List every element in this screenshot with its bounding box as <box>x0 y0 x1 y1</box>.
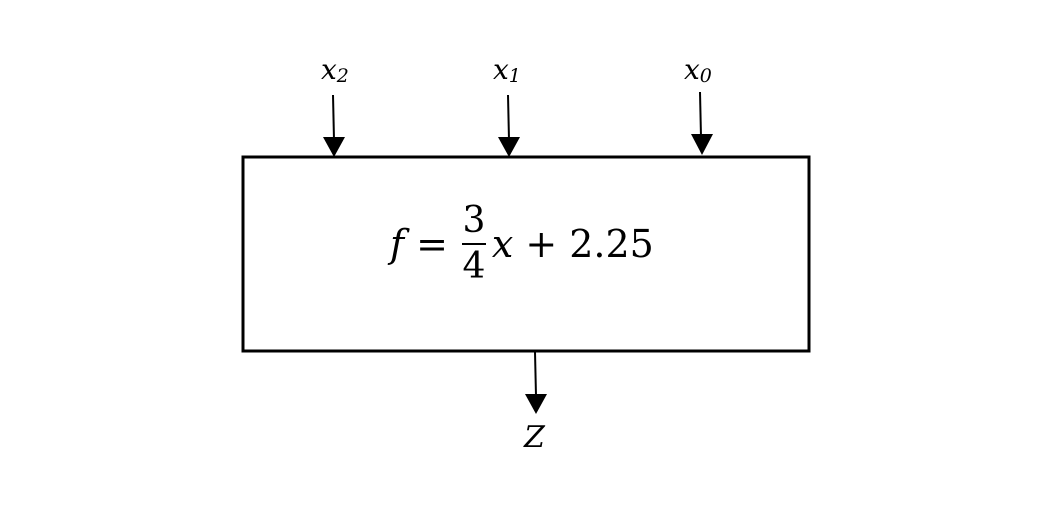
fraction-bar <box>461 243 486 245</box>
input-label-x2: x2 <box>321 53 349 87</box>
input-label-x0: x0 <box>684 53 712 87</box>
input-arrow-x0-shaft <box>699 91 702 138</box>
output-arrow-shaft <box>534 351 537 397</box>
output-label: Z <box>524 420 545 455</box>
function-formula: f = 3 4 x + 2.25 <box>390 194 654 294</box>
input-arrow-x2-shaft <box>332 94 335 141</box>
input-arrow-x1-shaft <box>507 94 510 141</box>
input-arrow-x2-head <box>323 137 345 157</box>
function-box <box>241 155 811 353</box>
formula-plus: + <box>525 222 558 266</box>
fraction-denominator: 4 <box>462 246 486 287</box>
output-arrow-head <box>525 394 547 414</box>
formula-constant: 2.25 <box>569 222 654 266</box>
input-arrow-x0-head <box>691 134 713 155</box>
formula-lhs: f <box>390 222 405 266</box>
input-arrow-x1-head <box>498 137 520 157</box>
input-label-x1: x1 <box>493 53 521 87</box>
fraction-numerator: 3 <box>462 200 486 241</box>
formula-fraction: 3 4 <box>461 200 486 287</box>
formula-equals: = <box>416 222 448 266</box>
formula-variable: x <box>491 222 514 266</box>
